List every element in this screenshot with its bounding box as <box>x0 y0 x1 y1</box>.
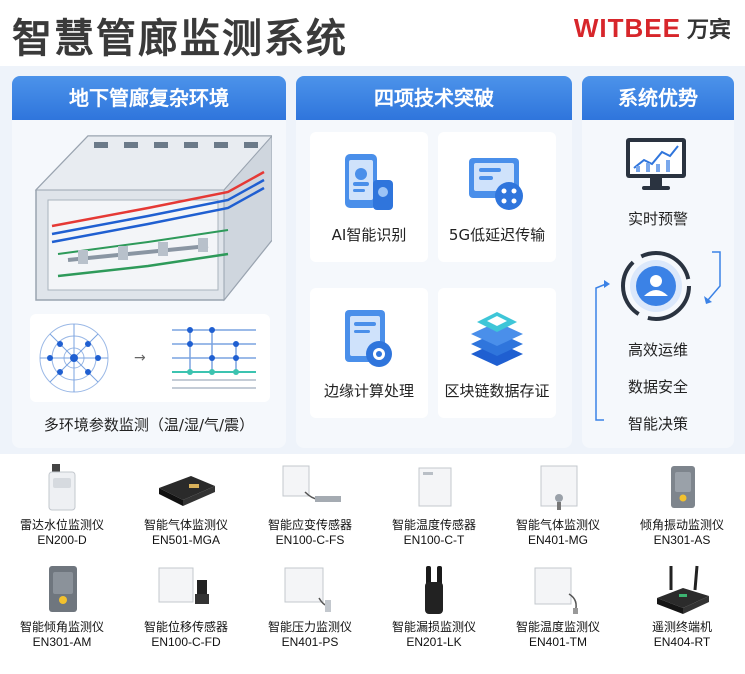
radar-water-level-device <box>48 464 76 511</box>
environment-caption: 多环境参数监测（温/湿/气/震） <box>43 416 255 434</box>
temperature-monitor-device <box>534 567 578 614</box>
advantages-panel-title: 系统优势 <box>582 76 734 120</box>
product-name: 智能倾角监测仪 <box>19 620 104 634</box>
product-model: EN401-TM <box>528 635 587 649</box>
tech-panel: 四项技术突破 AI智能识别 5G低延迟传输 <box>296 76 572 448</box>
product-card: 智能气体监测仪 EN501-MGA <box>124 462 248 547</box>
network-screen-icon <box>469 158 523 210</box>
product-model: EN201-LK <box>406 635 462 649</box>
tech-card-blockchain: 区块链数据存证 <box>438 288 556 418</box>
product-name: 遥测终端机 <box>651 620 712 634</box>
product-name: 雷达水位监测仪 <box>19 518 104 532</box>
product-card: 雷达水位监测仪 EN200-D <box>0 462 124 547</box>
sensor-network-diagram: → <box>30 314 270 402</box>
brand-name-cn: 万宾 <box>686 18 731 43</box>
phone-person-icon <box>345 154 393 210</box>
product-name: 智能应变传感器 <box>267 518 352 532</box>
product-name: 智能位移传感器 <box>143 620 228 634</box>
advantage-data-security: 数据安全 <box>627 378 688 396</box>
environment-panel-title: 地下管廊复杂环境 <box>12 76 286 120</box>
leak-monitor-device <box>425 566 443 614</box>
radar-network-icon: → <box>39 323 256 393</box>
product-model: EN501-MGA <box>151 533 221 547</box>
product-model: EN100-C-T <box>403 533 465 547</box>
gas-monitor-device <box>159 476 215 506</box>
product-name: 倾角振动监测仪 <box>639 518 724 532</box>
product-card: 智能气体监测仪 EN401-MG <box>496 462 620 547</box>
user-circle-icon <box>621 251 691 321</box>
tech-label-ai: AI智能识别 <box>331 226 407 244</box>
product-name: 智能温度监测仪 <box>515 620 600 634</box>
product-card: 倾角振动监测仪 EN301-AS <box>620 462 744 547</box>
temperature-sensor-device <box>418 467 452 507</box>
product-name: 智能气体监测仪 <box>515 518 600 532</box>
brand-logo: WITBEE 万宾 <box>574 12 731 44</box>
advantage-efficient-ops: 高效运维 <box>627 341 688 359</box>
tech-card-5g: 5G低延迟传输 <box>438 132 556 262</box>
product-name: 智能压力监测仪 <box>267 620 352 634</box>
product-card: 智能温度传感器 EN100-C-T <box>372 462 496 547</box>
product-card: 智能压力监测仪 EN401-PS <box>248 564 372 649</box>
product-model: EN301-AM <box>32 635 92 649</box>
product-name: 智能漏损监测仪 <box>391 620 476 634</box>
product-model: EN100-C-FS <box>275 533 345 547</box>
telemetry-terminal-device <box>657 565 709 614</box>
product-model: EN200-D <box>37 533 87 547</box>
gas-monitor-device <box>540 465 578 510</box>
product-model: EN301-AS <box>653 533 711 547</box>
product-model: EN404-RT <box>653 635 711 649</box>
product-card: 智能温度监测仪 EN401-TM <box>496 564 620 649</box>
tech-panel-title: 四项技术突破 <box>296 76 572 120</box>
tech-label-5g: 5G低延迟传输 <box>448 226 546 244</box>
tech-label-blockchain: 区块链数据存证 <box>444 382 550 400</box>
cycle-arrows-icon <box>595 251 721 421</box>
page-title: 智慧管廊监测系统 <box>12 16 348 62</box>
product-grid: 雷达水位监测仪 EN200-D 智能气体监测仪 EN501-MGA 智能应变传感… <box>0 456 745 674</box>
product-name: 智能气体监测仪 <box>143 518 228 532</box>
brand-name-en: WITBEE <box>573 13 681 43</box>
product-card: 智能应变传感器 EN100-C-FS <box>248 462 372 547</box>
displacement-sensor-device <box>158 567 209 604</box>
product-name: 智能温度传感器 <box>391 518 476 532</box>
product-card: 遥测终端机 EN404-RT <box>620 564 744 649</box>
product-card: 智能位移传感器 EN100-C-FD <box>124 564 248 649</box>
monitor-chart-icon <box>626 138 686 190</box>
strain-sensor-device <box>282 465 341 502</box>
document-gear-icon <box>345 310 392 367</box>
tech-card-ai: AI智能识别 <box>310 132 428 262</box>
product-card: 智能漏损监测仪 EN201-LK <box>372 564 496 649</box>
product-model: EN100-C-FD <box>151 635 221 649</box>
tilt-vibration-device <box>671 466 695 508</box>
environment-panel: 地下管廊复杂环境 <box>12 76 286 448</box>
tunnel-illustration <box>34 135 272 302</box>
tech-card-edge: 边缘计算处理 <box>310 288 428 418</box>
svg-text:→: → <box>134 350 146 366</box>
tech-label-edge: 边缘计算处理 <box>323 382 414 400</box>
product-model: EN401-MG <box>527 533 589 547</box>
advantage-smart-decision: 智能决策 <box>627 415 688 433</box>
tilt-monitor-device <box>49 566 77 612</box>
advantages-panel: 系统优势 实时预警 高效运维 数据安全 智能决策 <box>582 76 734 448</box>
advantage-realtime-alert: 实时预警 <box>627 210 688 228</box>
product-card: 智能倾角监测仪 EN301-AM <box>0 564 124 649</box>
product-model: EN401-PS <box>281 635 339 649</box>
stacked-blocks-icon <box>471 312 523 366</box>
pressure-monitor-device <box>284 567 331 612</box>
